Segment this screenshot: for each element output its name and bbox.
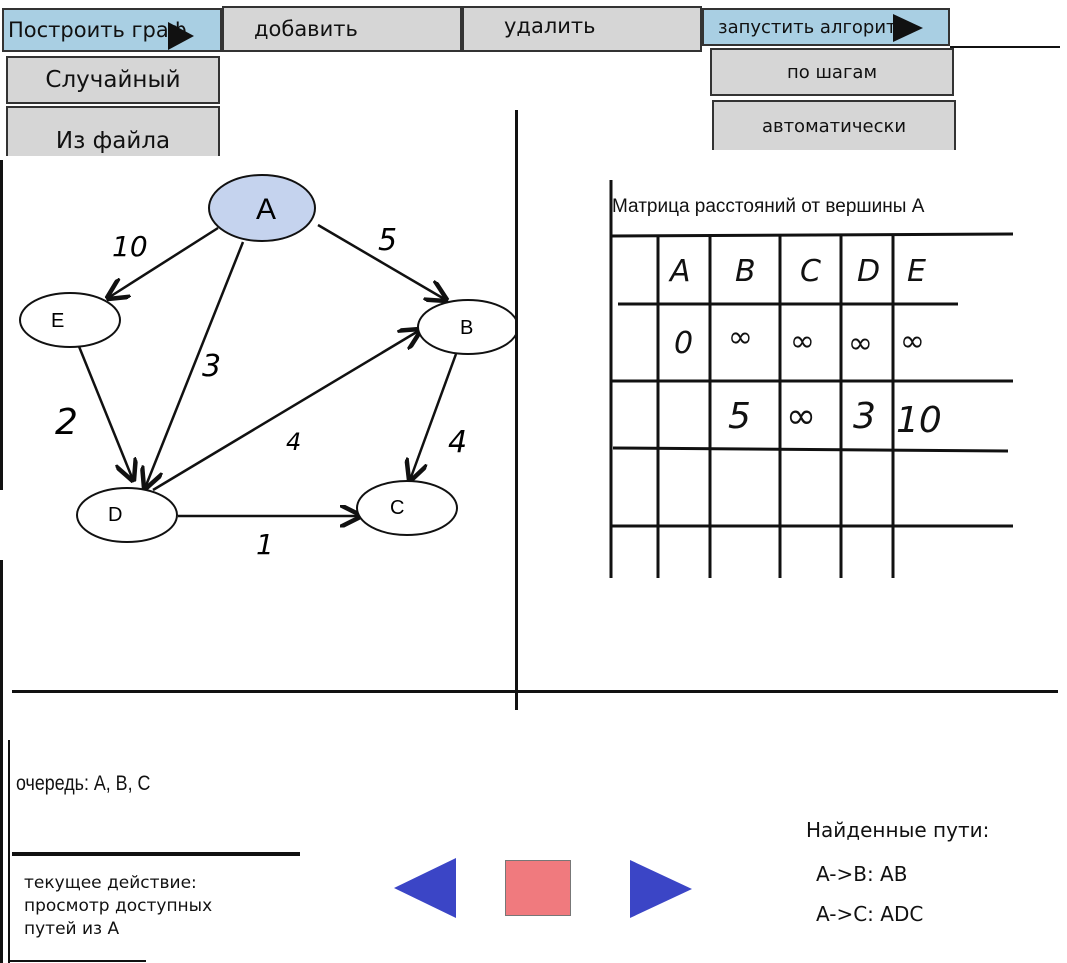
node-e[interactable] — [19, 292, 121, 348]
weight-e-d: 2 — [55, 402, 78, 443]
node-d-label: D — [108, 504, 122, 526]
matrix-r1-c: ∞ — [790, 324, 815, 359]
matrix-r2-e: 10 — [896, 400, 942, 441]
edge-e-d — [76, 343, 133, 480]
matrix-r1-e: ∞ — [900, 324, 925, 359]
edge-a-e — [108, 226, 219, 298]
play-arrow-icon — [168, 22, 194, 50]
from-file-button[interactable]: Из файла — [6, 106, 220, 156]
current-action-text-2: путей из А — [24, 919, 120, 939]
weight-d-c: 1 — [256, 528, 274, 561]
node-a-label: A — [256, 193, 276, 226]
found-path-item: A->C: ADC — [816, 902, 924, 926]
matrix-r2-b: 5 — [728, 396, 751, 437]
matrix-r2-d: 3 — [853, 396, 876, 437]
node-c-label: C — [390, 497, 404, 519]
delete-label: удалить — [504, 14, 596, 38]
matrix-r1-d: ∞ — [848, 326, 873, 361]
node-b-label: B — [460, 317, 473, 339]
matrix-header-c: C — [800, 254, 821, 289]
stop-button[interactable] — [505, 860, 571, 916]
automatic-button[interactable]: автоматически — [712, 100, 956, 150]
current-action: текущее действие: просмотр доступных пут… — [24, 872, 212, 941]
toolbar-line — [950, 46, 1060, 48]
weight-a-d: 3 — [202, 349, 221, 384]
run-algorithm-label: запустить алгоритм — [718, 16, 911, 38]
bottom-left-line — [10, 960, 146, 962]
current-action-label: текущее действие: — [24, 873, 197, 893]
distance-matrix-grid — [609, 180, 1014, 578]
node-a[interactable] — [208, 174, 316, 242]
matrix-header-a: A — [670, 254, 691, 289]
matrix-r2-c: ∞ — [786, 396, 816, 437]
step-by-step-label: по шагам — [786, 61, 878, 83]
current-action-text-1: просмотр доступных — [24, 896, 213, 916]
queue-text: очередь: A, B, C — [16, 772, 151, 795]
edge-b-c — [410, 353, 458, 480]
matrix-header-e: E — [907, 254, 926, 289]
matrix-title: Матрица расстояний от вершины А — [612, 196, 925, 217]
node-e-label: E — [51, 310, 64, 332]
found-paths: Найденные пути: A->B: AB A->C: ADC — [806, 818, 989, 926]
panel-divider-vertical — [515, 110, 518, 710]
left-border — [0, 160, 3, 490]
edge-a-b — [317, 223, 446, 300]
matrix-header-d: D — [857, 254, 881, 289]
random-graph-button[interactable]: Случайный — [6, 56, 220, 104]
delete-button[interactable]: удалить — [462, 6, 702, 52]
step-by-step-button[interactable]: по шагам — [710, 48, 954, 96]
queue-divider — [12, 852, 300, 856]
next-step-button[interactable] — [630, 860, 692, 918]
add-button[interactable]: добавить — [222, 6, 462, 52]
matrix-header-b: B — [735, 254, 756, 289]
graph-canvas: A E B D C 10 5 3 2 4 4 1 — [19, 174, 515, 561]
left-border-lower — [0, 560, 3, 963]
weight-d-b: 4 — [286, 428, 301, 456]
edge-a-d — [145, 241, 245, 488]
node-c[interactable] — [356, 480, 458, 536]
node-b[interactable] — [417, 299, 515, 355]
matrix-r1-a: 0 — [674, 326, 694, 361]
weight-a-b: 5 — [378, 223, 397, 258]
found-paths-title: Найденные пути: — [806, 818, 990, 842]
weight-a-e: 10 — [112, 230, 148, 263]
edge-d-b — [152, 330, 420, 492]
panel-divider-horizontal — [12, 690, 1058, 693]
play-arrow-icon — [893, 14, 923, 42]
matrix-r1-b: ∞ — [728, 320, 753, 355]
weight-b-c: 4 — [448, 425, 467, 460]
bottom-left-border — [8, 740, 10, 963]
from-file-label: Из файла — [55, 128, 171, 154]
add-label: добавить — [254, 17, 358, 41]
build-graph-label: Построить граф — [8, 18, 187, 42]
automatic-label: автоматически — [761, 115, 907, 137]
found-path-item: A->B: AB — [816, 862, 908, 886]
previous-step-button[interactable] — [394, 858, 456, 918]
random-graph-label: Случайный — [45, 67, 181, 93]
node-d[interactable] — [76, 487, 178, 543]
